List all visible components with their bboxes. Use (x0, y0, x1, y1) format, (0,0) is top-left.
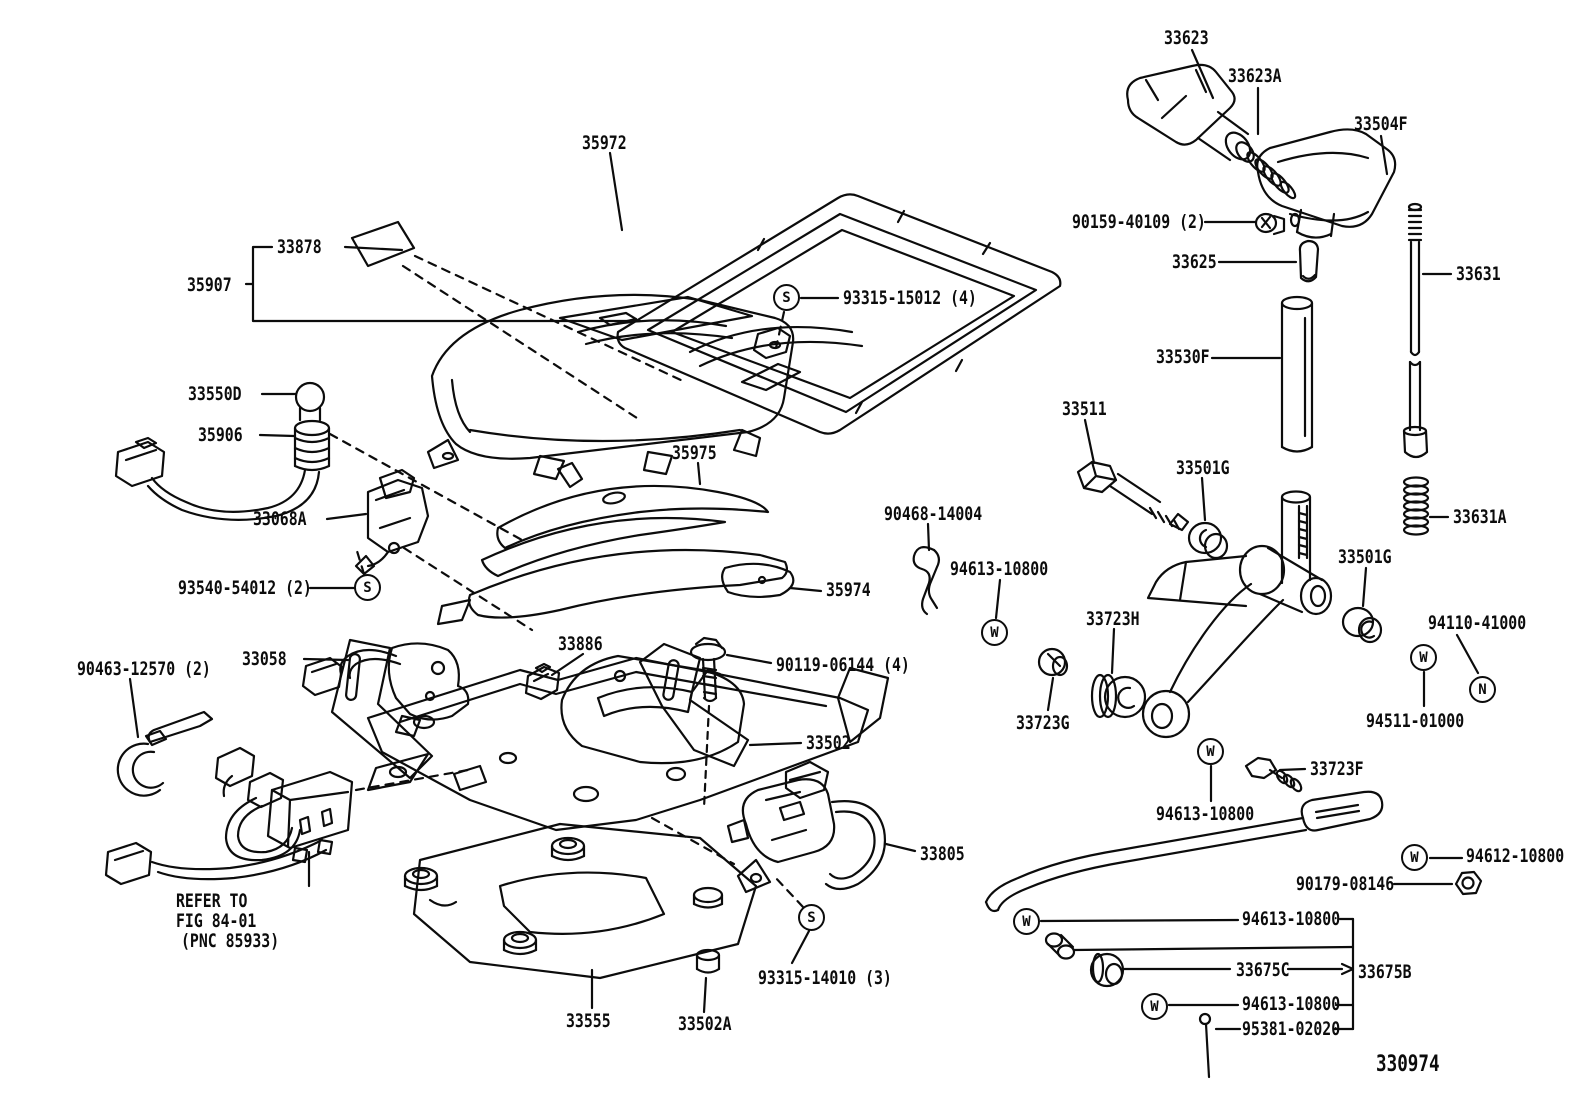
shift-lock-motor-drawing (301, 642, 470, 738)
part-label-93315-14010: 93315-14010 (3) (758, 967, 892, 989)
part-label-33675b: 33675B (1358, 961, 1412, 983)
plate-grommet (502, 930, 538, 956)
bushing-33723h-drawing (1090, 673, 1147, 719)
part-label-33058: 33058 (242, 648, 287, 670)
part-label-90463-12570: 90463-12570 (2) (77, 658, 211, 680)
shift-lever-drawing (1141, 295, 1333, 739)
console-housing-drawing (426, 293, 795, 481)
washer-marker-w1: W (981, 619, 1008, 646)
part-label-33675c: 33675C (1236, 959, 1290, 981)
pin-95381-drawing (1198, 1012, 1212, 1079)
bolt-33511-drawing (1076, 460, 1190, 532)
part-label-33886: 33886 (558, 633, 603, 655)
screw-marker-s3: S (798, 904, 825, 931)
part-label-35975: 35975 (672, 442, 717, 464)
part-label-33555: 33555 (566, 1010, 611, 1032)
bulb-socket-drawing (114, 381, 331, 521)
shift-lever-retainer-drawing (330, 638, 890, 832)
part-label-33723f: 33723F (1310, 758, 1364, 780)
screw-marker-s1: S (773, 284, 800, 311)
part-label-93540-54012: 93540-54012 (2) (178, 577, 312, 599)
tray-frame-drawing (616, 193, 1062, 435)
part-label-33623: 33623 (1164, 27, 1209, 49)
note-refer-line1: REFER TO (176, 890, 248, 912)
part-label-94613-10800-2: 94613-10800 (1156, 803, 1255, 825)
wire-harness-drawing (104, 746, 354, 886)
part-label-90119-06144: 90119-06144 (4) (776, 654, 910, 676)
part-label-94612-10800: 94612-10800 (1466, 845, 1565, 867)
note-refer-line2: FIG 84-01 (176, 910, 257, 932)
part-label-33068a: 33068A (253, 508, 307, 530)
nut-90179-drawing (1454, 870, 1483, 896)
part-label-95381-02020: 95381-02020 (1242, 1018, 1341, 1040)
part-label-94613-10800-4: 94613-10800 (1242, 993, 1341, 1015)
grommet-33501g-drawing (1187, 521, 1229, 560)
cotter-pin-drawing (912, 545, 941, 616)
sticker-drawing (350, 220, 416, 268)
part-label-90159-40109: 90159-40109 (2) (1072, 211, 1206, 233)
control-rod-drawing (984, 790, 1384, 913)
plate-grommet (403, 866, 439, 892)
connector-33886-drawing (524, 662, 561, 701)
part-label-33878: 33878 (277, 236, 322, 258)
grommet-33501g-drawing (1341, 606, 1383, 644)
part-label-33511: 33511 (1062, 398, 1107, 420)
plate-grommet (692, 886, 724, 909)
part-label-35972: 35972 (582, 132, 627, 154)
part-label-33501g-1: 33501G (1176, 457, 1230, 479)
part-label-90468-14004: 90468-14004 (884, 503, 983, 525)
part-label-33530f: 33530F (1156, 346, 1210, 368)
part-label-33550d: 33550D (188, 383, 242, 405)
position-switch-drawing (726, 760, 886, 894)
shift-rod-drawing (1402, 202, 1430, 536)
part-label-94110-41000: 94110-41000 (1428, 612, 1527, 634)
cable-tie-drawing (116, 710, 214, 797)
part-label-33723h: 33723H (1086, 608, 1140, 630)
screw-marker-s2: S (354, 574, 381, 601)
part-label-33501g-2: 33501G (1338, 546, 1392, 568)
part-label-33805: 33805 (920, 843, 965, 865)
sensor-33723f-drawing (1244, 756, 1303, 793)
grommet-33675c-drawing (1089, 952, 1125, 988)
part-label-90179-08146: 90179-08146 (1296, 873, 1395, 895)
part-label-33623a: 33623A (1228, 65, 1282, 87)
part-label-94613-10800-1: 94613-10800 (950, 558, 1049, 580)
part-label-93315-15012: 93315-15012 (4) (843, 287, 977, 309)
part-label-94511-01000: 94511-01000 (1366, 710, 1465, 732)
part-label-35906: 35906 (198, 424, 243, 446)
part-label-35907: 35907 (187, 274, 232, 296)
part-label-33631: 33631 (1456, 263, 1501, 285)
part-label-33625: 33625 (1172, 251, 1217, 273)
slider-cover-drawing (436, 461, 795, 626)
washer-marker-w4: W (1401, 844, 1428, 871)
part-label-94613-10800-3: 94613-10800 (1242, 908, 1341, 930)
part-label-33504f: 33504F (1354, 113, 1408, 135)
part-label-33631a: 33631A (1453, 506, 1507, 528)
nut-marker-n1: N (1469, 676, 1496, 703)
washer-marker-w3: W (1410, 644, 1437, 671)
plug-33723g-drawing (1037, 647, 1069, 677)
key-interlock-switch-drawing (354, 468, 430, 576)
leader-lines (128, 48, 1480, 1031)
bottom-plate-drawing (403, 822, 758, 980)
plate-grommet (550, 836, 586, 862)
note-refer-line3: (PNC 85933) (181, 930, 280, 952)
part-label-33723g: 33723G (1016, 712, 1070, 734)
cap-drawing (695, 948, 721, 974)
part-label-33502a: 33502A (678, 1013, 732, 1035)
bushing-94613-drawing (1044, 932, 1076, 960)
part-label-33502: 33502 (806, 732, 851, 754)
figure-number: 330974 (1376, 1052, 1440, 1077)
washer-marker-w5: W (1013, 908, 1040, 935)
assembly-dashed-lines (328, 254, 805, 909)
washer-marker-w2: W (1197, 738, 1224, 765)
washer-marker-w6: W (1141, 993, 1168, 1020)
part-label-35974: 35974 (826, 579, 871, 601)
knob-handle-drawing (1126, 63, 1397, 283)
bolt-90119-drawing (689, 636, 727, 810)
